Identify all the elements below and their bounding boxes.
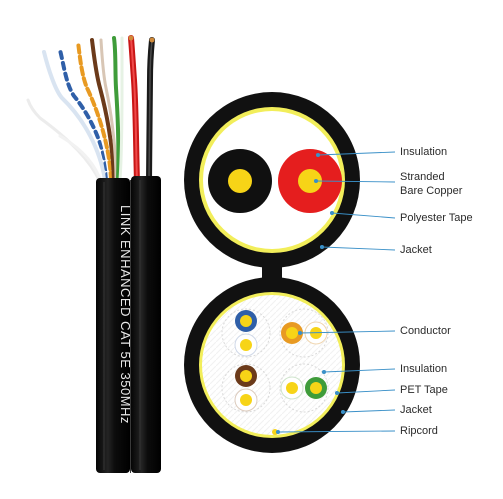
power-cross-section [184,92,360,268]
cable-photo: LINK ENHANCED CAT 5E 350MHz [26,35,161,473]
pair-ring-orange [279,308,329,358]
pair-ring-blue [221,308,271,358]
pair-ring-brown [221,363,271,413]
fanned-wires [26,35,155,186]
label-pet-tape: PET Tape [400,384,448,396]
leader-lines [275,151,396,435]
label-insulation-top: Insulation [400,146,448,158]
bottom-inner-fill [202,295,342,435]
label-conductor: Conductor [400,325,451,337]
red-copper [298,169,322,193]
label-ripcord: Ripcord [400,425,438,437]
data-cross-section [184,277,360,453]
ripcord [272,429,278,435]
top-inner-fill [203,111,341,249]
label-jacket-top: Jacket [400,244,432,256]
black-copper [228,169,252,193]
label-polyester-tape: Polyester Tape [400,212,473,224]
label-stranded-bare-copper: Stranded Bare Copper [400,171,463,197]
cable-jacket [96,176,161,473]
pair-ring-green [279,363,329,413]
label-jacket-bottom: Jacket [400,404,432,416]
label-insulation-bottom: Insulation [400,363,448,375]
jacket-web [262,262,282,282]
cable-print-text: LINK ENHANCED CAT 5E 350MHz [118,205,133,424]
